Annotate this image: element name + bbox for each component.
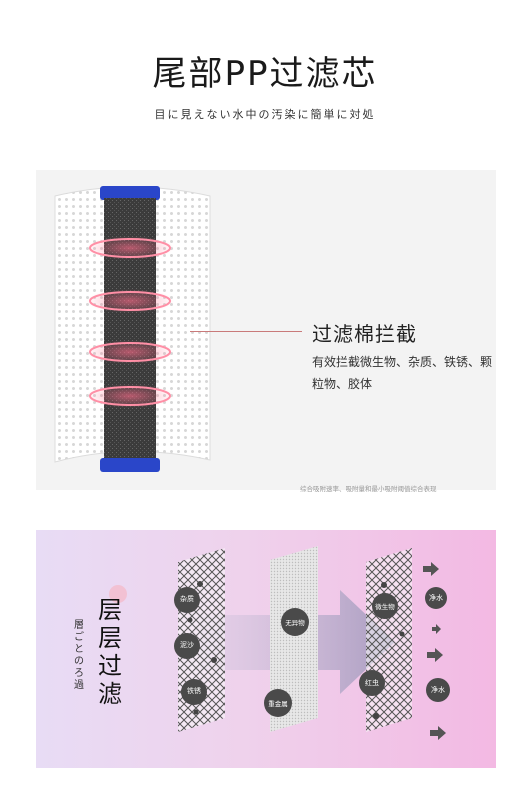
glow-rings: [86, 236, 174, 408]
bubble-label-outlet: 净水: [431, 686, 445, 694]
page-title: 尾部PP过滤芯: [152, 54, 378, 94]
bubble-label-right-1: 微生物: [375, 603, 395, 611]
page-subtitle: 目に見えない水中の汚染に簡単に対処: [154, 108, 376, 121]
bubble-label-left-3: 铁锈: [187, 687, 201, 695]
bubble-outlet-2: [426, 678, 450, 702]
mesh-panel-right: [366, 548, 412, 732]
layer-title: 层层过滤: [98, 596, 122, 708]
bubble-left-1: [174, 587, 200, 613]
callout-title: 过滤棉拦截: [312, 322, 417, 346]
fine-panel-middle: [270, 546, 318, 732]
bubble-right-1: [372, 593, 398, 619]
layer-side-text: 層ごとのろ過: [74, 620, 84, 691]
bubble-right-2: [359, 670, 385, 696]
bubble-label-right-3: 净水: [429, 594, 443, 602]
decor-dot: [109, 585, 127, 603]
bubble-label-right-2: 红虫: [365, 679, 379, 687]
particle-dots: [187, 581, 405, 719]
bubble-left-2: [174, 633, 200, 659]
bubble-label-mid-1: 无异物: [285, 619, 305, 627]
bubble-label-mid-2: 重金属: [268, 700, 288, 708]
bubble-label-left-2: 泥沙: [180, 641, 194, 649]
bubble-mid-2: [264, 689, 292, 717]
footnote: 综合吸附速率、吸附量和最小吸附阈值综合表现: [300, 485, 437, 493]
bubble-mid-1: [281, 608, 309, 636]
callout-description: 有效拦截微生物、杂质、铁锈、颗粒物、胶体: [312, 355, 493, 391]
bubble-left-3: [181, 679, 207, 705]
outlet-arrows: [423, 562, 446, 740]
callout-line: [190, 331, 302, 332]
bubble-outlet-1: [425, 587, 447, 609]
bubble-label-left-1: 杂质: [180, 595, 194, 603]
